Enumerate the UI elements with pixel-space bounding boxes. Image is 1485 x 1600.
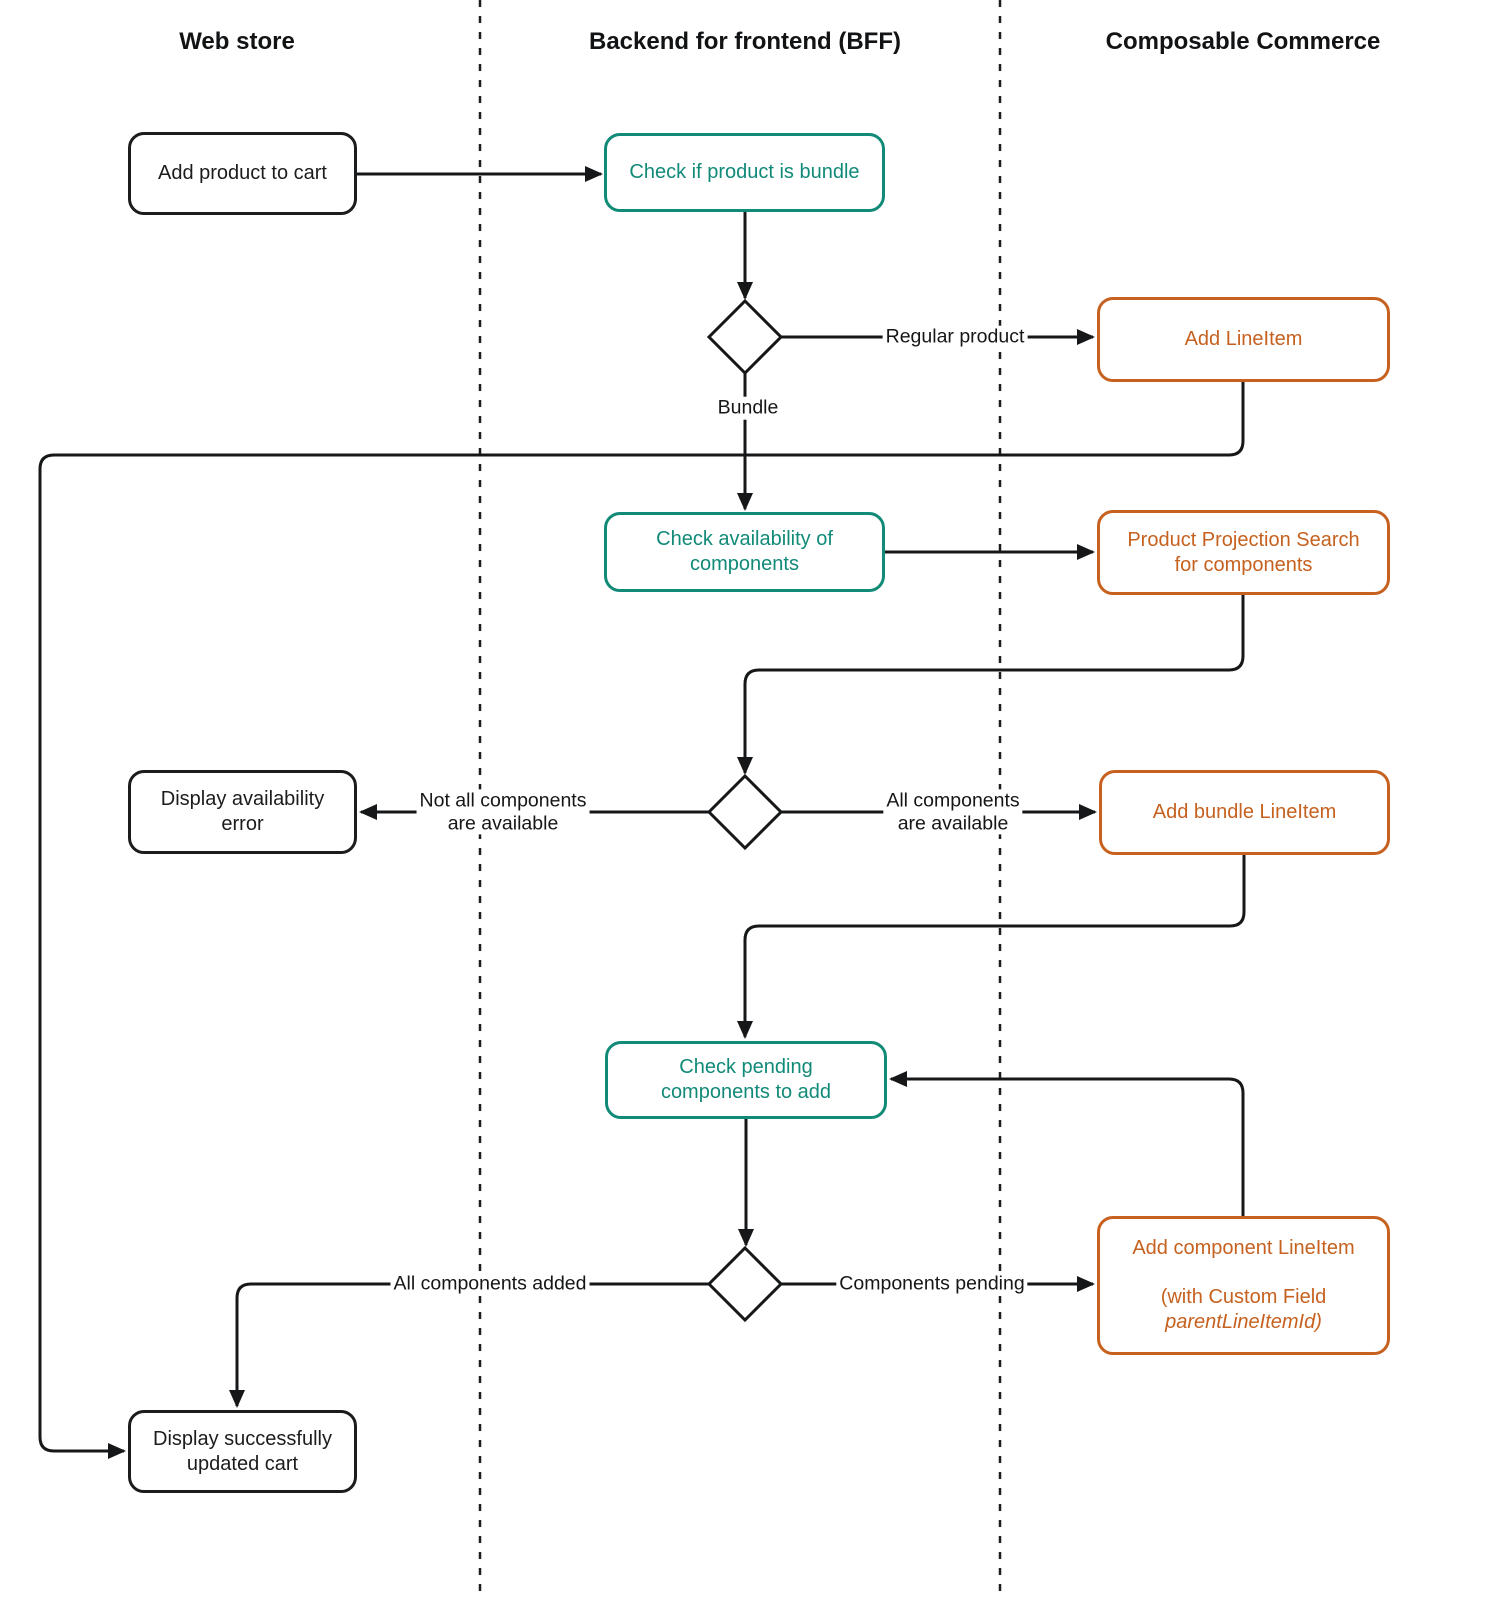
edge-add-component-loop-to-check-pending [889,1071,1245,1216]
edge-add-lineitem-to-display-updated [38,382,1245,1459]
edge-label-line2: are available [447,812,559,834]
decision-availability-diamond [706,773,784,851]
node-check-if-product-is-bundle: Check if product is bundle [604,133,885,212]
node-label: Add product to cart [158,162,327,184]
edge-label-bundle: Bundle [714,396,782,420]
node-label: Check if product is bundle [629,161,860,183]
lane-header-web-store: Web store [179,28,295,55]
node-label-line1: Product Projection Search [1127,528,1360,551]
node-label-line2: for components [1174,553,1313,576]
node-add-product-to-cart: Add product to cart [128,132,357,215]
lane-header-bff: Backend for frontend (BFF) [589,28,901,55]
edge-label-not-all-available: Not all components are available [416,789,590,835]
node-add-bundle-lineitem: Add bundle LineItem [1099,770,1390,855]
node-label-line1: Display availability [160,788,325,810]
node-label-line2: components [690,553,799,575]
node-label: Add bundle LineItem [1152,801,1337,823]
edge-label-line1: Not all components [419,789,587,812]
node-label-line2: updated cart [186,1452,299,1475]
node-label-line1: Check availability of [656,528,833,550]
edge-label-line2: are available [897,812,1009,834]
node-check-pending-components: Check pending components to add [605,1041,887,1119]
node-subtitle: (with Custom Field [1160,1286,1327,1308]
node-label-line1: Display successfully [153,1427,332,1450]
node-add-component-lineitem: Add component LineItem (with Custom Fiel… [1097,1216,1390,1355]
edge-decision3-all-added [229,1282,709,1408]
edge-label-all-available: All components are available [883,789,1023,835]
edge-label-regular-product: Regular product [882,325,1028,349]
node-subtitle-italic: parentLineItemId) [1165,1311,1322,1333]
edge-label-components-pending: Components pending [836,1272,1028,1296]
edge-label-line1: All components [886,789,1020,812]
node-add-lineitem: Add LineItem [1097,297,1390,382]
node-check-availability-of-components: Check availability of components [604,512,885,592]
decision-is-bundle-diamond [706,298,784,376]
node-product-projection-search: Product Projection Search for components [1097,510,1390,595]
node-title: Add component LineItem [1132,1237,1355,1259]
lane-header-composable-commerce: Composable Commerce [1105,28,1381,55]
edge-pps-to-decision2 [737,595,1245,775]
node-label-line2: error [221,813,264,835]
node-display-availability-error: Display availability error [128,770,357,854]
node-display-updated-cart: Display successfully updated cart [128,1410,357,1493]
edge-add-bundle-to-check-pending [737,855,1246,1039]
node-label-line1: Check pending [679,1056,813,1078]
edge-label-all-components-added: All components added [390,1272,590,1296]
decision-pending-diamond [706,1245,784,1323]
node-label: Add LineItem [1184,328,1303,350]
node-label-line2: components to add [660,1081,832,1103]
